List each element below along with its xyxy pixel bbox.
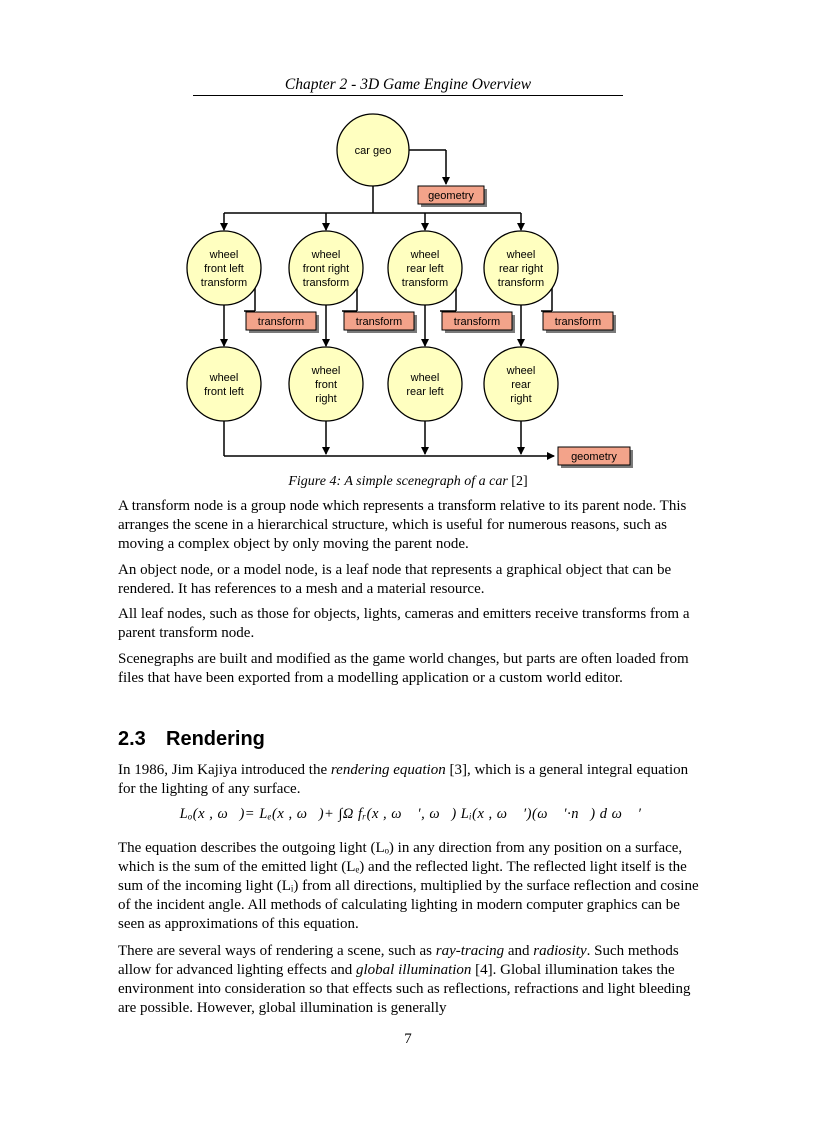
geometry-box-bottom: geometry — [557, 446, 633, 468]
section-number: 2.3 — [118, 728, 146, 750]
node-car-geo-label: car geo — [355, 145, 392, 157]
text-run: There are several ways of rendering a sc… — [118, 943, 436, 959]
node-wheel-transform-1-label: front left — [204, 263, 244, 275]
node-wheel-model-2-label: right — [315, 393, 336, 405]
figure-caption-text: Figure 4: A simple scenegraph of a car — [288, 474, 508, 489]
node-wheel-model-4-label: wheel — [506, 365, 536, 377]
node-wheel-model-2-label: wheel — [311, 365, 341, 377]
node-wheel-model-4-circle — [483, 346, 559, 422]
transform-box-3: transform — [441, 311, 515, 333]
node-wheel-transform-1-circle — [186, 230, 262, 306]
geometry-box-bottom-rect — [557, 446, 631, 466]
transform-box-4-rect — [542, 311, 614, 331]
node-wheel-model-1: wheel front left — [186, 346, 262, 422]
node-wheel-model-3-label: rear left — [406, 386, 443, 398]
node-wheel-model-4-label: right — [510, 393, 531, 405]
node-wheel-transform-3-label: wheel — [410, 249, 440, 261]
paragraph-equation-explanation: The equation describes the outgoing ligh… — [118, 840, 699, 932]
node-wheel-model-2-label: front — [315, 379, 337, 391]
section-heading: 2.3 Rendering — [118, 727, 265, 751]
node-wheel-transform-2: wheel front right transform — [288, 230, 364, 306]
transform-box-3-rect — [441, 311, 513, 331]
running-header: Chapter 2 - 3D Game Engine Overview — [284, 76, 532, 93]
geometry-box-bottom-label: geometry — [571, 451, 617, 463]
paragraph-scenegraph-build: Scenegraphs are built and modified as th… — [118, 651, 689, 686]
rendering-equation: Lₒ(x , ω⃗)= Lₑ(x , ω⃗)+ ∫Ω fᵣ(x , ω⃗ ′, … — [179, 806, 642, 822]
node-wheel-transform-2-circle — [288, 230, 364, 306]
node-wheel-model-1-label: wheel — [209, 372, 239, 384]
paragraph-object-node: An object node, or a model node, is a le… — [118, 562, 672, 597]
paragraph-leaf-nodes: All leaf nodes, such as those for object… — [118, 606, 690, 641]
text-run: [4]. Global illumination takes the envir… — [118, 962, 691, 1016]
section-title: Rendering — [166, 728, 265, 750]
scenegraph-diagram: geometry transform transform transform trans… — [186, 113, 633, 468]
node-car-geo: car geo — [336, 113, 410, 187]
node-wheel-model-3: wheel rear left — [387, 346, 463, 422]
node-wheel-transform-1-label: transform — [201, 277, 247, 289]
node-wheel-transform-2-label: front right — [303, 263, 349, 275]
geometry-box-top-label: geometry — [428, 190, 474, 202]
scenegraph-nodes: car geo wheel front left transform wheel fron… — [186, 113, 559, 422]
node-wheel-transform-4-label: transform — [498, 277, 544, 289]
figure-caption-ref: [2] — [507, 474, 528, 489]
node-wheel-transform-1: wheel front left transform — [186, 230, 262, 306]
node-wheel-transform-3-label: rear left — [406, 263, 443, 275]
transform-box-2-label: transform — [356, 316, 402, 328]
transform-box-2-rect — [343, 311, 415, 331]
transform-box-3-label: transform — [454, 316, 500, 328]
geometry-box-top: geometry — [417, 185, 487, 207]
node-wheel-model-2: wheel front right — [288, 346, 364, 422]
node-car-geo-circle — [336, 113, 410, 187]
node-wheel-transform-4-label: rear right — [499, 263, 543, 275]
transform-box-1-label: transform — [258, 316, 304, 328]
node-wheel-model-4: wheel rear right — [483, 346, 559, 422]
transform-box-4: transform — [542, 311, 616, 333]
node-wheel-transform-3-circle — [387, 230, 463, 306]
node-wheel-transform-2-label: wheel — [311, 249, 341, 261]
emphasis-global-illumination: global illumination — [355, 962, 472, 978]
emphasis-rendering-equation: rendering equation — [330, 762, 446, 778]
scenegraph-figure: geometry transform transform transform trans… — [176, 108, 646, 473]
node-wheel-model-1-circle — [186, 346, 262, 422]
node-wheel-transform-2-label: transform — [303, 277, 349, 289]
node-wheel-model-3-label: wheel — [410, 372, 440, 384]
emphasis-radiosity: radiosity — [533, 943, 587, 959]
transform-box-1-rect — [245, 311, 317, 331]
header-rule — [193, 95, 623, 96]
scenegraph-boxes: geometry transform transform transform trans… — [245, 185, 633, 468]
page-number: 7 — [404, 1031, 412, 1047]
text-run: In 1986, Jim Kajiya introduced the — [118, 762, 331, 778]
node-wheel-transform-1-label: wheel — [209, 249, 239, 261]
scenegraph-edges — [220, 149, 555, 460]
text-run: and — [504, 943, 534, 959]
transform-box-2: transform — [343, 311, 417, 333]
node-wheel-transform-3-label: transform — [402, 277, 448, 289]
text-run: [3], which is a general integral equatio… — [118, 762, 689, 797]
node-wheel-model-4-label: rear — [511, 379, 531, 391]
transform-box-1: transform — [245, 311, 319, 333]
transform-box-4-label: transform — [555, 316, 601, 328]
node-wheel-model-3-circle — [387, 346, 463, 422]
node-wheel-transform-3: wheel rear left transform — [387, 230, 463, 306]
geometry-box-top-rect — [417, 185, 485, 205]
paragraph-transform-node: A transform node is a group node which r… — [118, 498, 687, 552]
paragraph-rendering-intro: In 1986, Jim Kajiya introduced the rende… — [118, 761, 703, 799]
node-wheel-model-1-label: front left — [204, 386, 244, 398]
node-wheel-model-2-circle — [288, 346, 364, 422]
figure-caption: Figure 4: A simple scenegraph of a car [… — [118, 473, 698, 491]
node-wheel-transform-4: wheel rear right transform — [483, 230, 559, 306]
node-wheel-transform-4-circle — [483, 230, 559, 306]
text-run: . Such methods allow for advanced lighti… — [118, 943, 679, 978]
node-wheel-transform-4-label: wheel — [506, 249, 536, 261]
emphasis-ray-tracing: ray-tracing — [435, 943, 505, 959]
paragraph-rendering-methods: There are several ways of rendering a sc… — [118, 942, 703, 1018]
